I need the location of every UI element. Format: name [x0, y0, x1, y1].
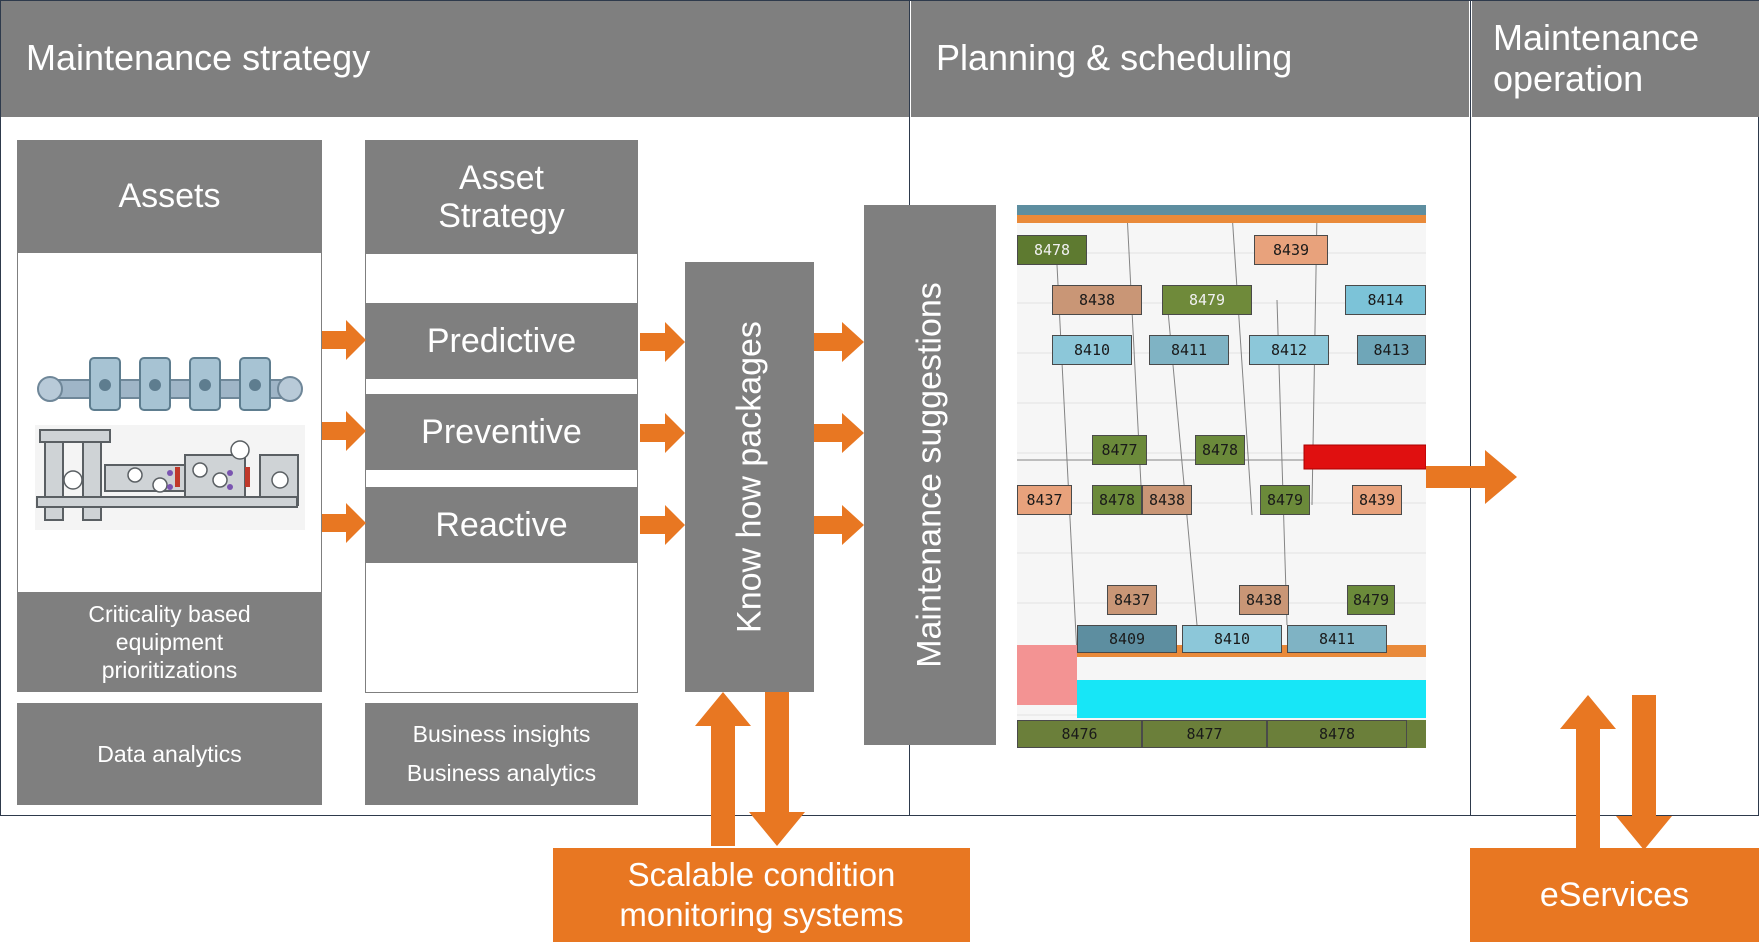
arrow-right-icon — [322, 318, 366, 362]
arrow-right-icon — [640, 411, 685, 455]
suggestions-text: Maintenance suggestions — [910, 282, 949, 668]
drivetrain-illustration — [35, 425, 305, 530]
gantt-bar: 8439 — [1254, 235, 1328, 265]
gantt-bar: 8438 — [1142, 485, 1192, 515]
asset-strategy-title-line1: Asset — [458, 158, 545, 197]
predictive-box: Predictive — [365, 303, 638, 379]
planning-header-text: Planning & scheduling — [936, 37, 1293, 78]
criticality-box: Criticality based equipment prioritizati… — [17, 592, 322, 692]
gantt-bar: 8478 — [1195, 435, 1245, 465]
preventive-box: Preventive — [365, 394, 638, 470]
condition-monitoring-line1: Scalable condition — [627, 856, 896, 894]
assets-title-text: Assets — [118, 177, 221, 215]
up-arrow-icon — [1560, 695, 1616, 855]
gantt-bar: 8439 — [1352, 485, 1402, 515]
arrow-right-icon — [814, 320, 864, 364]
preventive-text: Preventive — [421, 412, 582, 451]
gantt-bar: 8479 — [1260, 485, 1310, 515]
data-analytics-box: Data analytics — [17, 703, 322, 805]
strategy-header: Maintenance strategy — [1, 1, 909, 117]
gantt-bar: 8410 — [1052, 335, 1132, 365]
gantt-bar: 8479 — [1347, 585, 1395, 615]
business-box: Business insights Business analytics — [365, 703, 638, 805]
operation-header-line2: operation — [1493, 58, 1644, 100]
strategy-header-text: Maintenance strategy — [26, 37, 371, 78]
arrow-right-icon — [322, 501, 366, 545]
eservices-text: eServices — [1539, 875, 1690, 914]
arrow-right-icon — [814, 503, 864, 547]
reactive-text: Reactive — [435, 505, 568, 544]
gantt-bar: 8479 — [1162, 285, 1252, 315]
asset-strategy-title: Asset Strategy — [365, 140, 638, 254]
asset-strategy-title-line2: Strategy — [438, 197, 565, 235]
arrow-right-icon — [640, 320, 685, 364]
gantt-bar: 8414 — [1345, 285, 1426, 315]
operation-section — [1470, 0, 1759, 816]
suggestions-box: Maintenance suggestions — [864, 205, 996, 745]
gantt-bar: 8410 — [1182, 625, 1282, 653]
gantt-bar: 8411 — [1287, 625, 1387, 653]
gantt-bar: 8477 — [1142, 720, 1267, 748]
up-arrow-icon — [695, 692, 751, 851]
down-arrow-icon — [1616, 695, 1672, 855]
predictive-text: Predictive — [426, 321, 577, 360]
condition-monitoring-box: Scalable condition monitoring systems — [553, 848, 970, 942]
gantt-bar: 8476 — [1017, 720, 1142, 748]
business-insights-text: Business insights — [412, 720, 591, 747]
conveyor-illustration — [35, 340, 305, 420]
gantt-bar: 8478 — [1092, 485, 1142, 515]
know-how-box: Know how packages — [685, 262, 814, 692]
gantt-bar: 8478 — [1267, 720, 1407, 748]
gantt-bar: 8413 — [1357, 335, 1426, 365]
gantt-bar: 8412 — [1249, 335, 1329, 365]
arrow-right-icon — [1423, 450, 1517, 504]
criticality-line1: Criticality based — [88, 600, 251, 627]
gantt-bar: 8478 — [1017, 235, 1087, 265]
operation-header: Maintenance operation — [1472, 1, 1759, 117]
gantt-bar: 8438 — [1052, 285, 1142, 315]
arrow-right-icon — [322, 409, 366, 453]
assets-title: Assets — [17, 140, 322, 253]
criticality-line3: prioritizations — [101, 657, 238, 684]
know-how-text: Know how packages — [730, 321, 768, 633]
criticality-line2: equipment — [115, 628, 224, 655]
arrow-right-icon — [814, 411, 864, 455]
arrow-right-icon — [640, 503, 685, 547]
reactive-box: Reactive — [365, 487, 638, 563]
down-arrow-icon — [749, 692, 805, 851]
gantt-bar: 8411 — [1149, 335, 1229, 365]
data-analytics-text: Data analytics — [97, 740, 242, 767]
planning-header: Planning & scheduling — [911, 1, 1469, 117]
gantt-bar: 8437 — [1107, 585, 1157, 615]
gantt-bar: 8438 — [1239, 585, 1289, 615]
condition-monitoring-line2: monitoring systems — [619, 896, 904, 933]
schedule-gantt: 8478 8439 8438 8479 8414 8410 8411 8412 … — [1017, 205, 1426, 748]
gantt-bar: 8409 — [1077, 625, 1177, 653]
gantt-bar: 8477 — [1092, 435, 1147, 465]
operation-header-line1: Maintenance — [1493, 17, 1700, 58]
eservices-box: eServices — [1470, 848, 1759, 942]
gantt-bar: 8437 — [1017, 485, 1072, 515]
business-analytics-text: Business analytics — [406, 760, 597, 786]
